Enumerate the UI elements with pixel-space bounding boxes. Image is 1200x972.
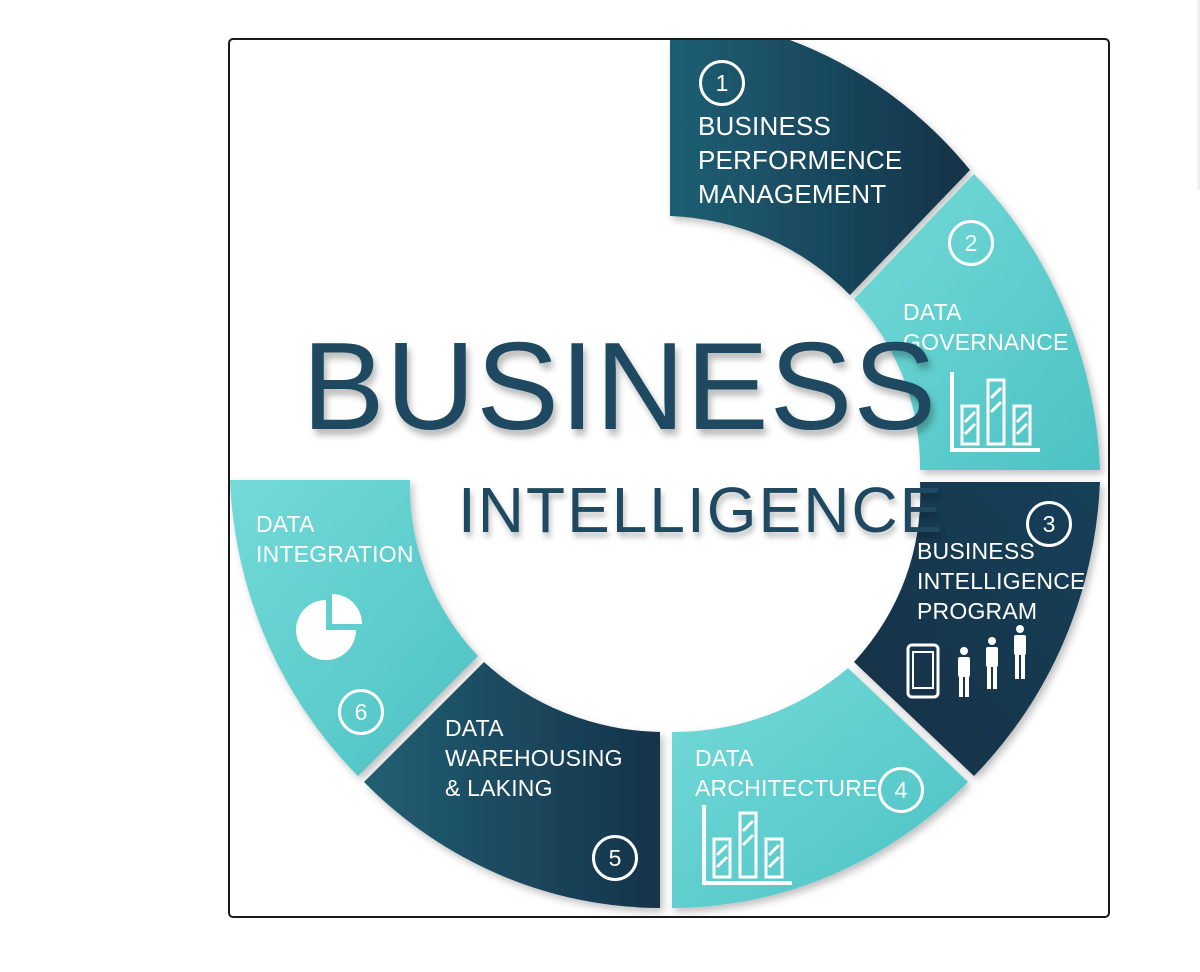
pie-chart-icon xyxy=(296,594,362,660)
title-business: BUSINESS xyxy=(302,318,938,456)
segment-3-shape xyxy=(854,482,1100,776)
bar-chart-icon xyxy=(702,805,792,885)
bar-chart-icon xyxy=(950,372,1040,452)
segment-4-shape xyxy=(672,668,968,908)
phone-and-people-icon xyxy=(906,625,1026,699)
segment-6-shape xyxy=(230,480,478,776)
page-edge-shadow xyxy=(1196,0,1200,190)
segment-3-number: 3 xyxy=(1026,501,1072,547)
bi-ring xyxy=(230,40,1100,908)
segment-5-label: DATA WAREHOUSING & LAKING xyxy=(445,715,623,801)
segment-6-label: DATA INTEGRATION xyxy=(256,511,414,567)
segment-1-shape xyxy=(670,40,970,295)
segment-2-shape xyxy=(854,174,1100,470)
segment-4-number: 4 xyxy=(878,767,924,813)
segment-2-number: 2 xyxy=(948,220,994,266)
segment-6-number: 6 xyxy=(338,689,384,735)
title-intelligence: INTELLIGENCE xyxy=(458,474,945,546)
segment-1-label: BUSINESS PERFORMENCE MANAGEMENT xyxy=(698,111,903,209)
segment-2-label: DATA GOVERNANCE xyxy=(903,299,1069,355)
segment-4-label: DATA ARCHITECTURE xyxy=(695,745,878,801)
segment-5-number: 5 xyxy=(592,835,638,881)
segment-3-label: BUSINESS INTELLIGENCE PROGRAM xyxy=(917,538,1086,624)
diagram-frame: 1 BUSINESS PERFORMENCE MANAGEMENT 2 DATA… xyxy=(228,38,1110,918)
segment-5-shape xyxy=(364,662,660,908)
segment-1-number: 1 xyxy=(699,60,745,106)
